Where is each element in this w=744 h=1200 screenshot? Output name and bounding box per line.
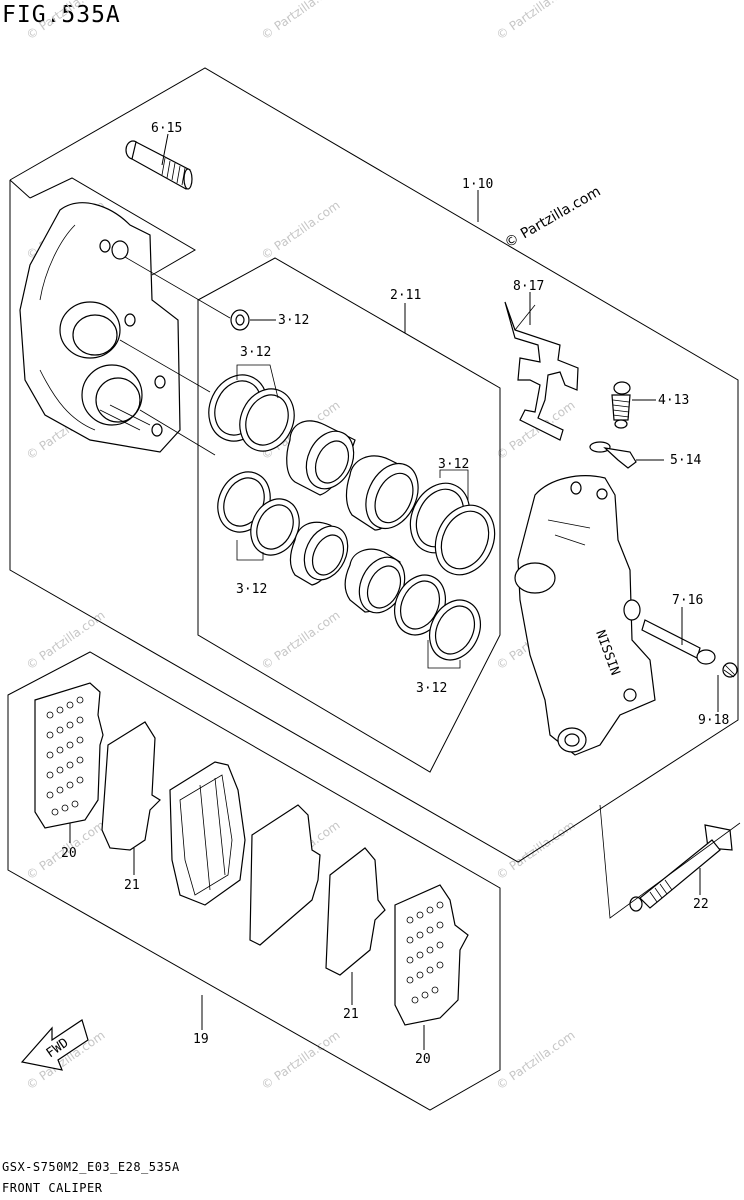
pad-set-frame bbox=[7, 651, 501, 1111]
callout-3-12-a: 3·12 bbox=[240, 345, 271, 360]
watermark-brand: © Partzilla.com bbox=[502, 184, 604, 252]
callout-3-12-washer: 3·12 bbox=[278, 313, 309, 328]
callout-20-right: 20 bbox=[415, 1052, 431, 1067]
caliper-half-bracket bbox=[29, 177, 196, 276]
callout-3-12-c: 3·12 bbox=[236, 582, 267, 597]
figure-caption: FRONT CALIPER bbox=[2, 1181, 103, 1195]
inner-caliper-half: NISSIN bbox=[514, 475, 656, 756]
bleeder-cap-5-14 bbox=[589, 441, 637, 469]
callout-8-17: 8·17 bbox=[513, 279, 544, 294]
watermark-text: © Partzilla.com bbox=[494, 0, 578, 42]
callout-4-13: 4·13 bbox=[658, 393, 689, 408]
mounting-bolt-22 bbox=[629, 824, 733, 912]
bleeder-valve-4-13 bbox=[611, 381, 631, 429]
callout-21-left: 21 bbox=[124, 878, 140, 893]
watermark-text: © Partzilla.com bbox=[259, 1028, 343, 1093]
fwd-direction-arrow: FWD bbox=[20, 1019, 89, 1071]
callout-20-left: 20 bbox=[61, 846, 77, 861]
watermark-text: © Partzilla.com bbox=[259, 198, 343, 263]
callout-7-16: 7·16 bbox=[672, 593, 703, 608]
leader-lines bbox=[69, 133, 719, 1050]
callout-6-15: 6·15 bbox=[151, 121, 182, 136]
watermark-text: © Partzilla.com bbox=[24, 0, 108, 42]
outer-caliper-half bbox=[19, 202, 181, 453]
callout-22: 22 bbox=[693, 897, 709, 912]
caliper-bolt-6-15 bbox=[125, 140, 193, 190]
watermark-text: © Partzilla.com bbox=[259, 0, 343, 42]
callout-19: 19 bbox=[193, 1032, 209, 1047]
callout-5-14: 5·14 bbox=[670, 453, 701, 468]
piston-kit-frame bbox=[197, 257, 501, 773]
seals-and-pistons bbox=[208, 374, 496, 661]
figure-title: FIG.535A bbox=[2, 2, 121, 28]
callout-1-10: 1·10 bbox=[462, 177, 493, 192]
callout-labels: 6·15 1·10 3·12 2·11 8·17 3·12 4·13 5·14 … bbox=[61, 121, 729, 1067]
callout-21-right: 21 bbox=[343, 1007, 359, 1022]
watermark-text: © Partzilla.com bbox=[259, 608, 343, 673]
watermark-text: © Partzilla.com bbox=[494, 1028, 578, 1093]
callout-3-12-b: 3·12 bbox=[438, 457, 469, 472]
callout-3-12-d: 3·12 bbox=[416, 681, 447, 696]
pad-pin-7-16 bbox=[641, 619, 716, 665]
callout-9-18: 9·18 bbox=[698, 713, 729, 728]
pad-spring-8-17 bbox=[504, 301, 579, 441]
watermark-text: © Partzilla.com bbox=[24, 608, 108, 673]
pin-plug-9-18 bbox=[722, 662, 738, 678]
brake-pads-and-shims bbox=[34, 682, 469, 1026]
model-code: GSX-S750M2_E03_E28_535A bbox=[2, 1160, 180, 1174]
callout-2-11: 2·11 bbox=[390, 288, 421, 303]
caliper-assembly-frame bbox=[9, 67, 739, 863]
